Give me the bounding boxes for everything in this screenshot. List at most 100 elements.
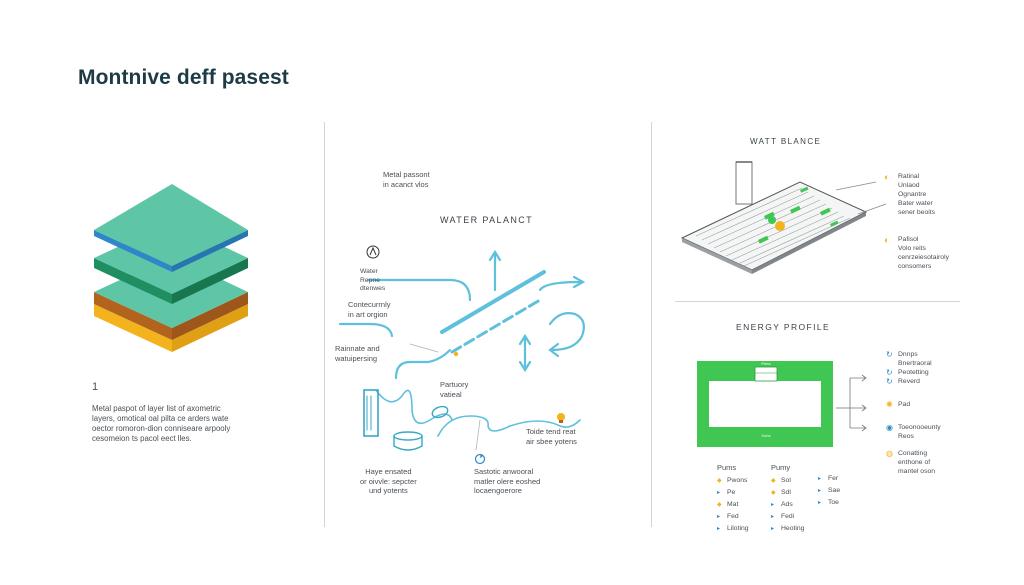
layer-stack-diagram bbox=[94, 184, 248, 352]
pipe-bottom bbox=[437, 415, 581, 437]
energy-table-col-2: Pumy ◆Sol ◆Sdl ▸Ads ▸Fedi ▸Heoting bbox=[771, 462, 804, 535]
filter-leaf bbox=[431, 405, 449, 419]
table-row: ◆Pwons bbox=[717, 475, 749, 487]
pipe-curve-left bbox=[366, 278, 472, 302]
table-row: ▸Fer bbox=[818, 473, 840, 485]
recycle-icon bbox=[474, 453, 486, 465]
arrow-up bbox=[488, 249, 502, 292]
marker-icon: ▸ bbox=[771, 514, 775, 520]
pipe-diagonal-bottom bbox=[450, 298, 542, 354]
energy-table-col-3: ▸Fer ▸Sae ▸Toe bbox=[818, 473, 840, 509]
marker-icon: ▸ bbox=[818, 500, 822, 506]
marker-icon: ◆ bbox=[717, 502, 722, 508]
energy-legend-item: ◉ Toeonooeunty Reos bbox=[886, 423, 941, 440]
energy-panel-title: ENERGY PROFILE bbox=[736, 322, 831, 332]
leaf-icon: ◐ bbox=[884, 172, 890, 182]
balance-legend: ◐ Ratinal Unlaod Ognantre Bater water se… bbox=[884, 172, 949, 271]
energy-legend-item: ◍ Conatting enthone of mantel oson bbox=[886, 449, 936, 475]
table-row: ▸Fedi bbox=[771, 511, 804, 523]
table-row: ▸Liloting bbox=[717, 523, 749, 535]
pipe-wavy bbox=[375, 389, 453, 425]
table-row: ◆Sdl bbox=[771, 487, 804, 499]
pipe-left-branch bbox=[394, 348, 452, 380]
water-label-bottom-left: Haye ensated or oivvle: sepcter und yote… bbox=[360, 467, 417, 495]
energy-connector-lines bbox=[836, 374, 867, 432]
energy-table-head: Pumy bbox=[771, 463, 791, 472]
field-inner bbox=[709, 381, 821, 427]
energy-legend-item: ↻ Reverd bbox=[886, 377, 920, 386]
arrow-right bbox=[538, 275, 586, 292]
layer-top-edge-left bbox=[94, 230, 172, 272]
water-label-icon: Water Repne dtenwes bbox=[360, 268, 386, 292]
layer-caption: Metal paspot of layer list of axometric … bbox=[92, 404, 231, 443]
water-top-note: Metal passont in acanct vlos bbox=[383, 170, 430, 189]
layer-middle-left bbox=[94, 258, 172, 304]
water-panel-title: WATER PALANCT bbox=[440, 215, 534, 225]
water-label-center-left: Contecurrnly in art orgion bbox=[348, 300, 391, 319]
cistern-top bbox=[393, 431, 423, 441]
layer-number: 1 bbox=[92, 381, 99, 393]
energy-field-diagram: Pebo Sobe bbox=[697, 361, 833, 447]
board-green-marker bbox=[768, 216, 776, 224]
board-yellow-marker bbox=[775, 221, 785, 231]
water-label-bottom-center: Sastotic anwooral matler olere eoshed lo… bbox=[474, 467, 541, 495]
energy-table-col-1: Pums ◆Pwons ▸Pe ◆Mat ▸Fed ▸Liloting bbox=[717, 462, 749, 535]
balance-legend-item: ◐ Ratinal Unlaod Ognantre Bater water se… bbox=[884, 172, 936, 216]
table-row: ▸Heoting bbox=[771, 523, 804, 535]
marker-icon: ◆ bbox=[771, 478, 776, 484]
layer-top-face bbox=[94, 184, 248, 266]
divider-horizontal bbox=[675, 301, 960, 302]
table-row: ▸Toe bbox=[818, 497, 840, 509]
layer-bottom-front-right bbox=[172, 304, 248, 352]
layer-bottom-soil-right bbox=[172, 292, 248, 340]
marker-icon: ▸ bbox=[818, 476, 822, 482]
pipe-loop-right bbox=[548, 312, 585, 358]
layer-middle-right bbox=[172, 258, 248, 304]
drop-icon: ◉ bbox=[886, 423, 893, 432]
marker-icon: ▸ bbox=[771, 502, 775, 508]
table-row: ▸Pe bbox=[717, 487, 749, 499]
table-row: ▸Ads bbox=[771, 499, 804, 511]
divider-left bbox=[324, 122, 325, 527]
bulb-icon: ◍ bbox=[886, 449, 893, 458]
marker-icon: ▸ bbox=[771, 526, 775, 532]
balance-isometric-board bbox=[680, 161, 887, 274]
valve-accent bbox=[453, 351, 459, 357]
table-row: ▸Sae bbox=[818, 485, 840, 497]
storage-tank bbox=[363, 389, 379, 437]
recycle-icon: ↻ bbox=[886, 377, 893, 386]
bulb-icon bbox=[557, 413, 565, 423]
balance-legend-item: ◐ Pafisol Volo reits cenrzeiesotairoly c… bbox=[884, 235, 949, 270]
arrow-down bbox=[518, 333, 532, 373]
energy-legend-item: ✺ Pad bbox=[886, 400, 911, 409]
energy-legend-item: ↻ Dnnps Bnertraoral bbox=[886, 350, 932, 367]
divider-right bbox=[651, 122, 652, 527]
sun-icon: ✺ bbox=[886, 400, 893, 409]
table-row: ▸Fed bbox=[717, 511, 749, 523]
field-top-box bbox=[754, 366, 778, 382]
marker-icon: ▸ bbox=[818, 488, 822, 494]
page-title: Montnive deff pasest bbox=[78, 66, 289, 89]
recycle-icon: ↻ bbox=[886, 350, 893, 359]
marker-icon: ▸ bbox=[717, 514, 721, 520]
water-label-center: Partuory vatieal bbox=[440, 380, 469, 399]
pipe-lower-left bbox=[338, 322, 394, 338]
water-label-right: Toide tend reat air sbee yotens bbox=[526, 427, 577, 446]
board-post bbox=[735, 161, 753, 205]
water-icon bbox=[366, 245, 380, 259]
leaf-icon: ◐ bbox=[884, 235, 890, 245]
board-green-patches bbox=[758, 186, 839, 244]
layer-bottom-front-left bbox=[94, 304, 172, 352]
board-edge-right bbox=[752, 212, 866, 274]
water-label-rainwater: Rainnate and watuipersing bbox=[335, 344, 380, 363]
marker-icon: ◆ bbox=[771, 490, 776, 496]
board-edge bbox=[682, 238, 752, 274]
field-bottom-label: Sobe bbox=[761, 433, 771, 438]
cistern-body bbox=[393, 435, 423, 451]
field-top-label: Pebo bbox=[761, 361, 771, 366]
energy-legend: ↻ Dnnps Bnertraoral ↻ Peotetting ↻ Rever… bbox=[886, 350, 941, 476]
table-row: ◆Sol bbox=[771, 475, 804, 487]
table-row: ◆Mat bbox=[717, 499, 749, 511]
board-grid-lines bbox=[695, 187, 851, 267]
marker-icon: ▸ bbox=[717, 526, 721, 532]
